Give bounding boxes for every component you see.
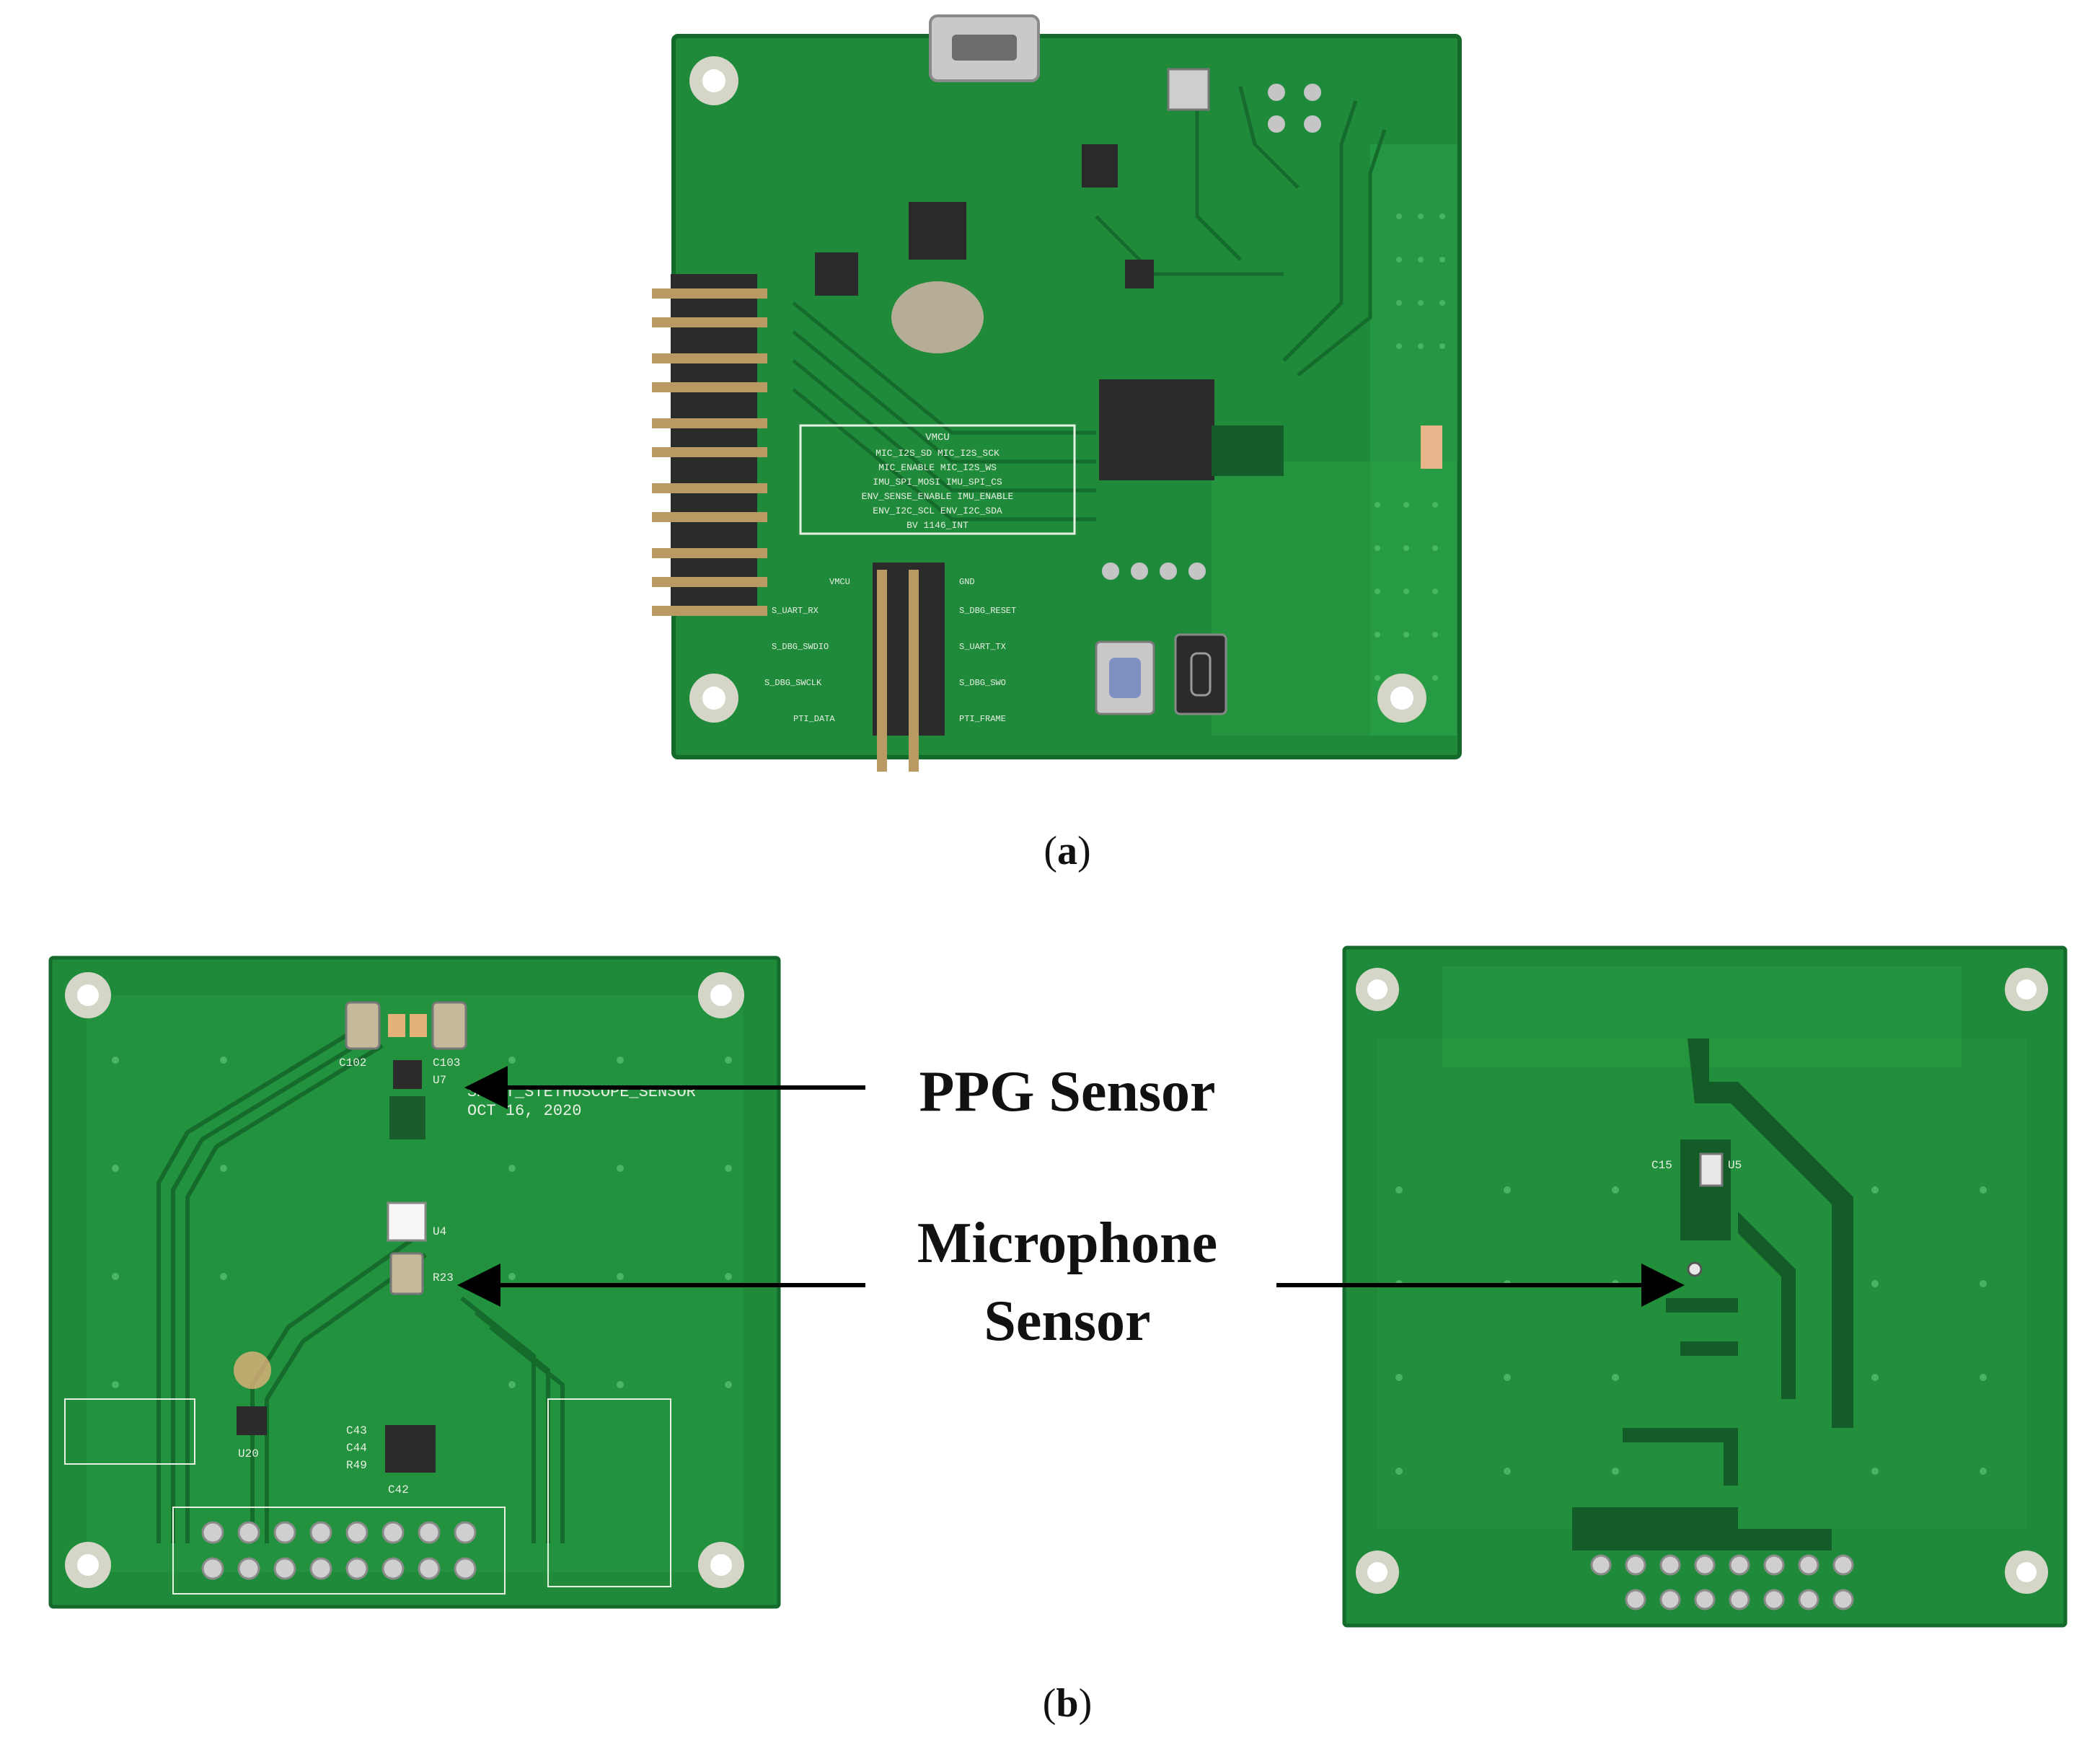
chip: [237, 1406, 267, 1435]
silk-label: U4: [433, 1225, 446, 1238]
mounting-holes: [689, 56, 1426, 723]
silk-row: BV 1146_INT: [906, 520, 969, 531]
chip: [909, 202, 966, 260]
board-a-header-labels: VMCU GND S_UART_RX S_DBG_RESET S_DBG_SWD…: [764, 577, 1016, 724]
usb-connector: [929, 14, 1040, 82]
microphone-label-line2: Sensor: [984, 1289, 1151, 1353]
ppg-sensor-area: [345, 1001, 467, 1139]
microphone-sensor-label: Microphone Sensor: [851, 1204, 1284, 1360]
board-b-back-photo: C15 U5: [1342, 945, 2068, 1628]
silk-label: VMCU: [829, 577, 850, 587]
silk-label: S_DBG_SWDIO: [772, 642, 829, 652]
board-b-back-pcb: [1344, 948, 2065, 1626]
silk-label: C102: [339, 1057, 366, 1070]
microphone-component: [1699, 1152, 1724, 1187]
mounting-holes: [65, 972, 744, 1588]
silk-label: PTI_FRAME: [959, 714, 1006, 724]
silk-label: R23: [433, 1271, 454, 1284]
silk-label: S_DBG_SWO: [959, 678, 1006, 688]
silk-label: S_UART_TX: [959, 642, 1006, 652]
silk-row: MIC_ENABLE MIC_I2S_WS: [878, 462, 997, 473]
board-a-pcb: [674, 36, 1460, 757]
board-a-silkscreen-box: VMCU MIC_I2S_SD MIC_I2S_SCK MIC_ENABLE M…: [799, 424, 1076, 535]
silk-label: U20: [238, 1447, 259, 1460]
silk-label: C42: [388, 1483, 409, 1496]
chip: [385, 1425, 436, 1473]
silk-label: GND: [959, 577, 975, 587]
inductor: [891, 281, 984, 353]
mounting-holes: [1356, 968, 2048, 1594]
silk-row: ENV_SENSE_ENABLE IMU_ENABLE: [862, 491, 1014, 502]
silk-label: S_DBG_RESET: [959, 606, 1016, 616]
silk-label: U5: [1728, 1159, 1742, 1172]
chip: [1125, 260, 1154, 288]
board-a-photo: VMCU MIC_I2S_SD MIC_I2S_SCK MIC_ENABLE M…: [652, 14, 1462, 772]
silk-label: S_UART_RX: [772, 606, 819, 616]
silk-row: MIC_I2S_SD MIC_I2S_SCK: [875, 448, 1000, 459]
silk-label: C44: [346, 1442, 367, 1455]
silk-label: U7: [433, 1074, 446, 1087]
silk-label: C43: [346, 1424, 367, 1437]
mcu-chip: [1099, 379, 1214, 480]
silk-row: ENV_I2C_SCL ENV_I2C_SDA: [873, 506, 1002, 516]
push-button: [1174, 633, 1227, 715]
pin-header-left: [652, 274, 767, 616]
silk-label: R49: [346, 1459, 367, 1472]
silk-label: C103: [433, 1057, 460, 1070]
microphone-port: [1687, 1261, 1703, 1277]
silk-label: PTI_DATA: [793, 714, 835, 724]
chip: [1082, 144, 1118, 188]
silk-row: IMU_SPI_MOSI IMU_SPI_CS: [873, 477, 1002, 488]
microphone-sensor-area: [387, 1201, 427, 1295]
connector-pads: [201, 1521, 477, 1580]
pin-header-bottom: [873, 563, 945, 772]
silk-vmcu: VMCU: [925, 432, 950, 444]
board-b-front-photo: SMART_STETHOSCOPE_SENSOR OCT 16, 2020 C1…: [48, 956, 781, 1609]
silk-label: C15: [1651, 1159, 1672, 1172]
caption-a: (a): [1044, 829, 1091, 873]
caption-b: (b): [1042, 1681, 1093, 1726]
ppg-sensor-label: PPG Sensor: [919, 1060, 1216, 1124]
chip: [1167, 68, 1210, 111]
microphone-label-line1: Microphone: [917, 1212, 1218, 1275]
silk-label: S_DBG_SWCLK: [764, 678, 822, 688]
connector-pads: [1590, 1554, 1854, 1610]
chip: [815, 252, 858, 296]
